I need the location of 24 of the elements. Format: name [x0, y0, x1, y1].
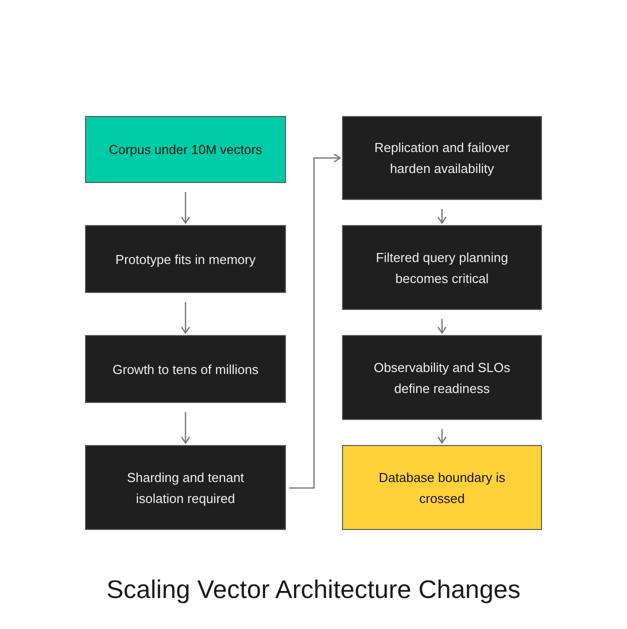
process-box: [342, 445, 542, 530]
process-box: [85, 116, 286, 183]
arrow: [180, 302, 190, 334]
arrow: [437, 209, 447, 224]
box-label: Observability and SLOs define readiness: [372, 358, 512, 398]
box-label: Growth to tens of millions: [112, 360, 258, 378]
process-box: [85, 225, 286, 293]
arrow: [289, 153, 341, 489]
diagram-title: Scaling Vector Architecture Changes: [106, 576, 522, 605]
box-label: Sharding and tenant isolation required: [126, 468, 246, 508]
process-box: [85, 335, 286, 403]
box-label: Replication and failover harden availability: [373, 139, 511, 178]
arrow: [180, 192, 190, 224]
process-box: [342, 116, 542, 200]
process-box: [342, 225, 542, 310]
process-box: [342, 335, 542, 420]
box-label: Prototype fits in memory: [115, 250, 256, 269]
box-label: Corpus under 10M vectors: [108, 141, 262, 159]
box-label: Filtered query planning becomes critical: [374, 248, 510, 288]
box-label: Database boundary is crossed: [378, 468, 506, 508]
arrow: [437, 429, 447, 444]
process-box: [85, 445, 286, 530]
arrow: [180, 412, 190, 444]
arrow: [437, 319, 447, 334]
